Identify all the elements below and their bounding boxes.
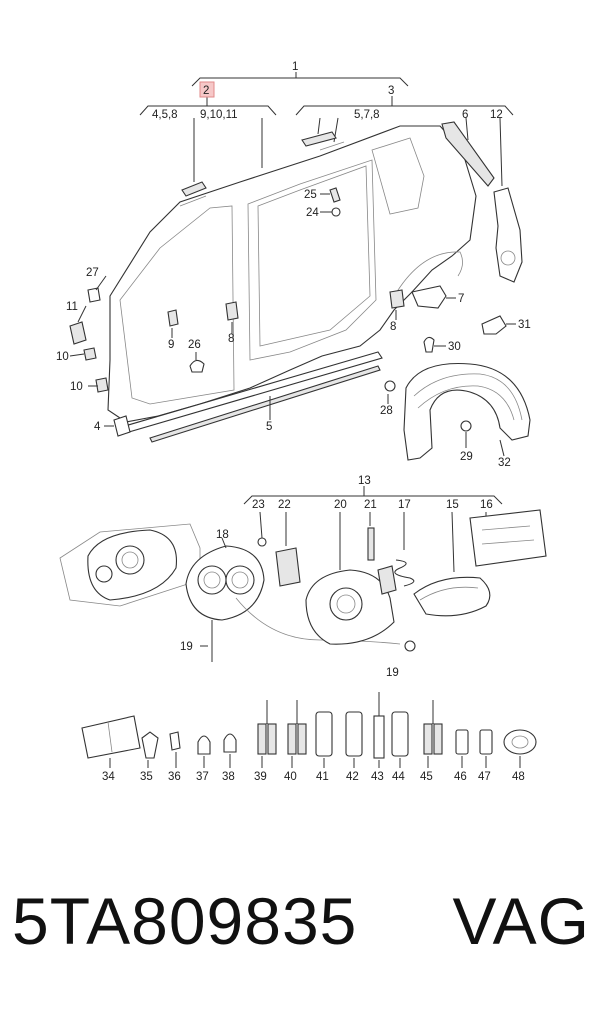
callout-42: 42 xyxy=(346,771,359,783)
highlight-box xyxy=(199,81,215,98)
callout-47: 47 xyxy=(478,771,491,783)
callout-38: 38 xyxy=(222,771,235,783)
callout-labels: 1 2 3 4,5,8 9,10,11 5,7,8 6 12 25 24 27 … xyxy=(56,61,531,783)
callout-1: 1 xyxy=(292,61,298,73)
callout-2: 2 xyxy=(203,85,209,97)
callout-35: 35 xyxy=(140,771,153,783)
callout-24: 24 xyxy=(306,207,319,219)
side-panel-group xyxy=(69,72,531,461)
callout-27: 27 xyxy=(86,267,99,279)
callout-4: 4 xyxy=(94,421,101,433)
callout-32: 32 xyxy=(498,457,511,469)
callout-36: 36 xyxy=(168,771,181,783)
callout-29: 29 xyxy=(460,451,473,463)
callout-9-10-11: 9,10,11 xyxy=(200,109,238,121)
callout-9: 9 xyxy=(168,339,174,351)
callout-22: 22 xyxy=(278,499,291,511)
part-number: 5TA809835 xyxy=(12,884,358,958)
callout-5: 5 xyxy=(266,421,272,433)
callout-12: 12 xyxy=(490,109,503,121)
callout-48: 48 xyxy=(512,771,525,783)
callout-10-a: 10 xyxy=(56,351,69,363)
callout-6: 6 xyxy=(462,109,468,121)
callout-45: 45 xyxy=(420,771,433,783)
small-parts-row xyxy=(81,692,537,768)
callout-11: 11 xyxy=(66,301,78,313)
caption: 5TA809835 VAG xyxy=(12,888,590,954)
callout-25: 25 xyxy=(304,189,317,201)
callout-34: 34 xyxy=(102,771,115,783)
callout-7: 7 xyxy=(458,293,464,305)
callout-20: 20 xyxy=(334,499,347,511)
callout-40: 40 xyxy=(284,771,297,783)
callout-26: 26 xyxy=(188,339,201,351)
callout-44: 44 xyxy=(392,771,405,783)
callout-13: 13 xyxy=(358,475,371,487)
callout-8-b: 8 xyxy=(390,321,396,333)
parts-diagram: 1 2 3 4,5,8 9,10,11 5,7,8 6 12 25 24 27 … xyxy=(56,61,547,783)
callout-28: 28 xyxy=(380,405,393,417)
callout-5-7-8: 5,7,8 xyxy=(354,109,380,121)
callout-15: 15 xyxy=(446,499,459,511)
callout-8-a: 8 xyxy=(228,333,234,345)
callout-21: 21 xyxy=(364,499,377,511)
brand-label: VAG xyxy=(452,884,590,958)
callout-37: 37 xyxy=(196,771,209,783)
callout-39: 39 xyxy=(254,771,267,783)
callout-19-b: 19 xyxy=(386,667,399,679)
callout-43: 43 xyxy=(371,771,384,783)
callout-23: 23 xyxy=(252,499,265,511)
callout-16: 16 xyxy=(480,499,493,511)
callout-3: 3 xyxy=(388,85,394,97)
callout-17: 17 xyxy=(398,499,411,511)
callout-19-a: 19 xyxy=(180,641,193,653)
callout-46: 46 xyxy=(454,771,467,783)
fuel-filler-group xyxy=(59,486,547,662)
callout-30: 30 xyxy=(448,341,461,353)
callout-31: 31 xyxy=(518,319,531,331)
callout-10-b: 10 xyxy=(70,381,83,393)
callout-18: 18 xyxy=(216,529,229,541)
callout-4-5-8: 4,5,8 xyxy=(152,109,178,121)
callout-41: 41 xyxy=(316,771,329,783)
